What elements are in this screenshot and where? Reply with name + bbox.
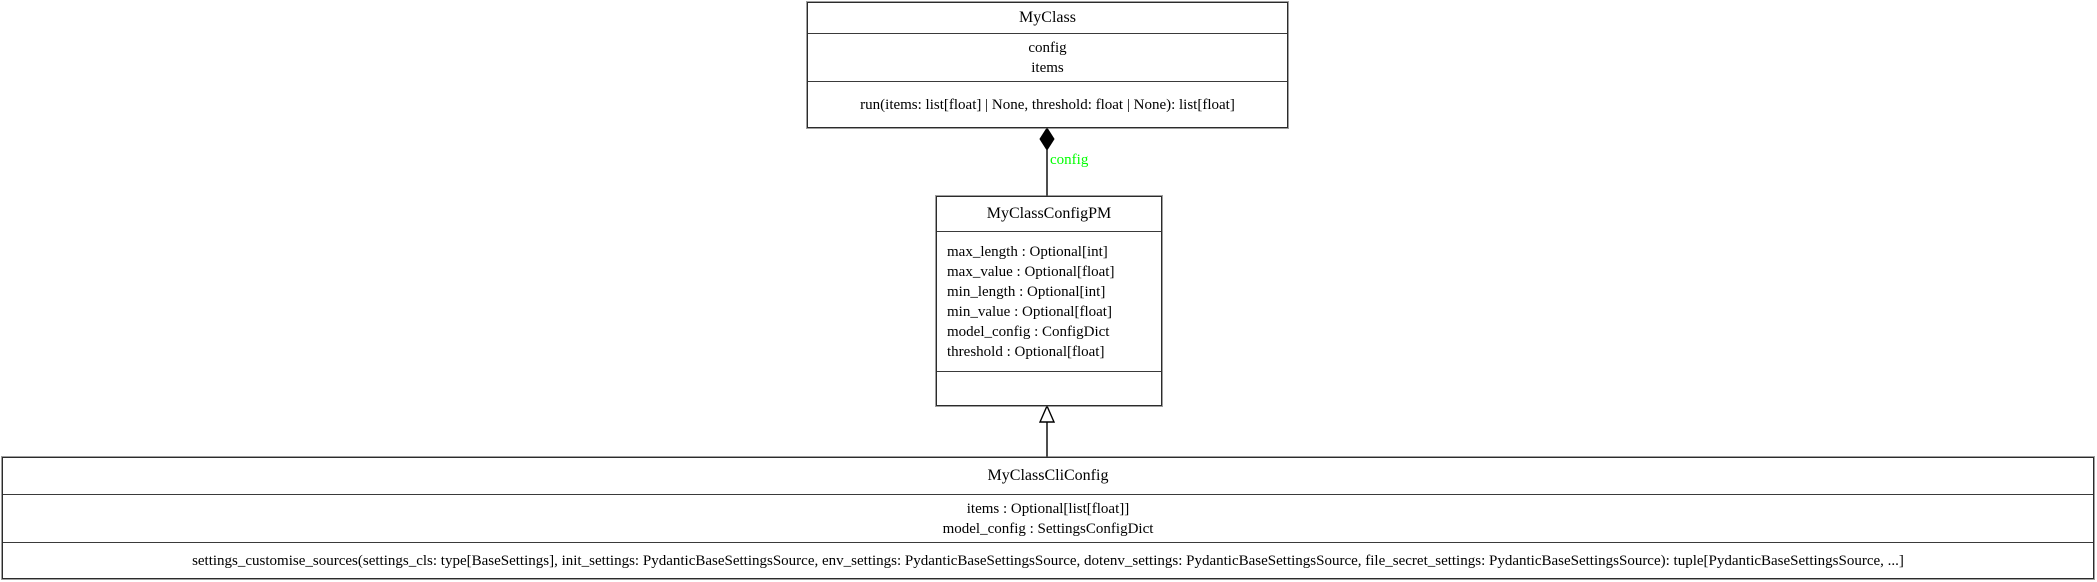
attribute-row: items bbox=[1031, 59, 1064, 76]
operations-compartment: settings_customise_sources(settings_cls:… bbox=[3, 542, 2093, 578]
class-name-myclass: MyClass bbox=[1019, 9, 1076, 26]
class-name-myclasscliconfig: MyClassCliConfig bbox=[987, 467, 1109, 484]
attribute-row: min_length : Optional[int] bbox=[947, 283, 1106, 300]
class-name-myclassconfigpm: MyClassConfigPM bbox=[986, 205, 1112, 222]
attribute-row: threshold : Optional[float] bbox=[947, 343, 1105, 360]
attribute-row: model_config : ConfigDict bbox=[947, 323, 1110, 340]
attribute-row: max_value : Optional[float] bbox=[947, 263, 1115, 280]
filled-diamond-marker bbox=[1039, 127, 1055, 151]
class-name-compartment: MyClassCliConfig bbox=[3, 458, 2093, 494]
hollow-triangle-marker bbox=[1038, 404, 1056, 423]
operations-compartment: run(items: list[float] | None, threshold… bbox=[808, 81, 1287, 127]
attributes-compartment: items : Optional[list[float]] model_conf… bbox=[3, 494, 2093, 542]
attribute-row: min_value : Optional[float] bbox=[947, 303, 1112, 320]
attributes-compartment: max_length : Optional[int] max_value : O… bbox=[937, 231, 1161, 371]
uml-class-myclasscliconfig[interactable]: MyClassCliConfig items : Optional[list[f… bbox=[2, 457, 2094, 579]
edge-label-config: config bbox=[1050, 152, 1089, 168]
attribute-row: model_config : SettingsConfigDict bbox=[942, 520, 1154, 537]
generalization-edge bbox=[1038, 404, 1056, 457]
operation-row: settings_customise_sources(settings_cls:… bbox=[192, 552, 1904, 569]
attributes-compartment: config items bbox=[808, 33, 1287, 81]
class-name-compartment: MyClassConfigPM bbox=[937, 197, 1161, 231]
operation-row: run(items: list[float] | None, threshold… bbox=[860, 96, 1235, 113]
attribute-row: config bbox=[1028, 39, 1067, 56]
attribute-row: items : Optional[list[float]] bbox=[966, 500, 1130, 517]
class-name-compartment: MyClass bbox=[808, 3, 1287, 33]
uml-class-myclassconfigpm[interactable]: MyClassConfigPM max_length : Optional[in… bbox=[936, 196, 1162, 406]
attribute-row: max_length : Optional[int] bbox=[947, 243, 1108, 260]
uml-class-myclass[interactable]: MyClass config items run(items: list[flo… bbox=[807, 2, 1288, 128]
operations-compartment bbox=[937, 371, 1161, 405]
